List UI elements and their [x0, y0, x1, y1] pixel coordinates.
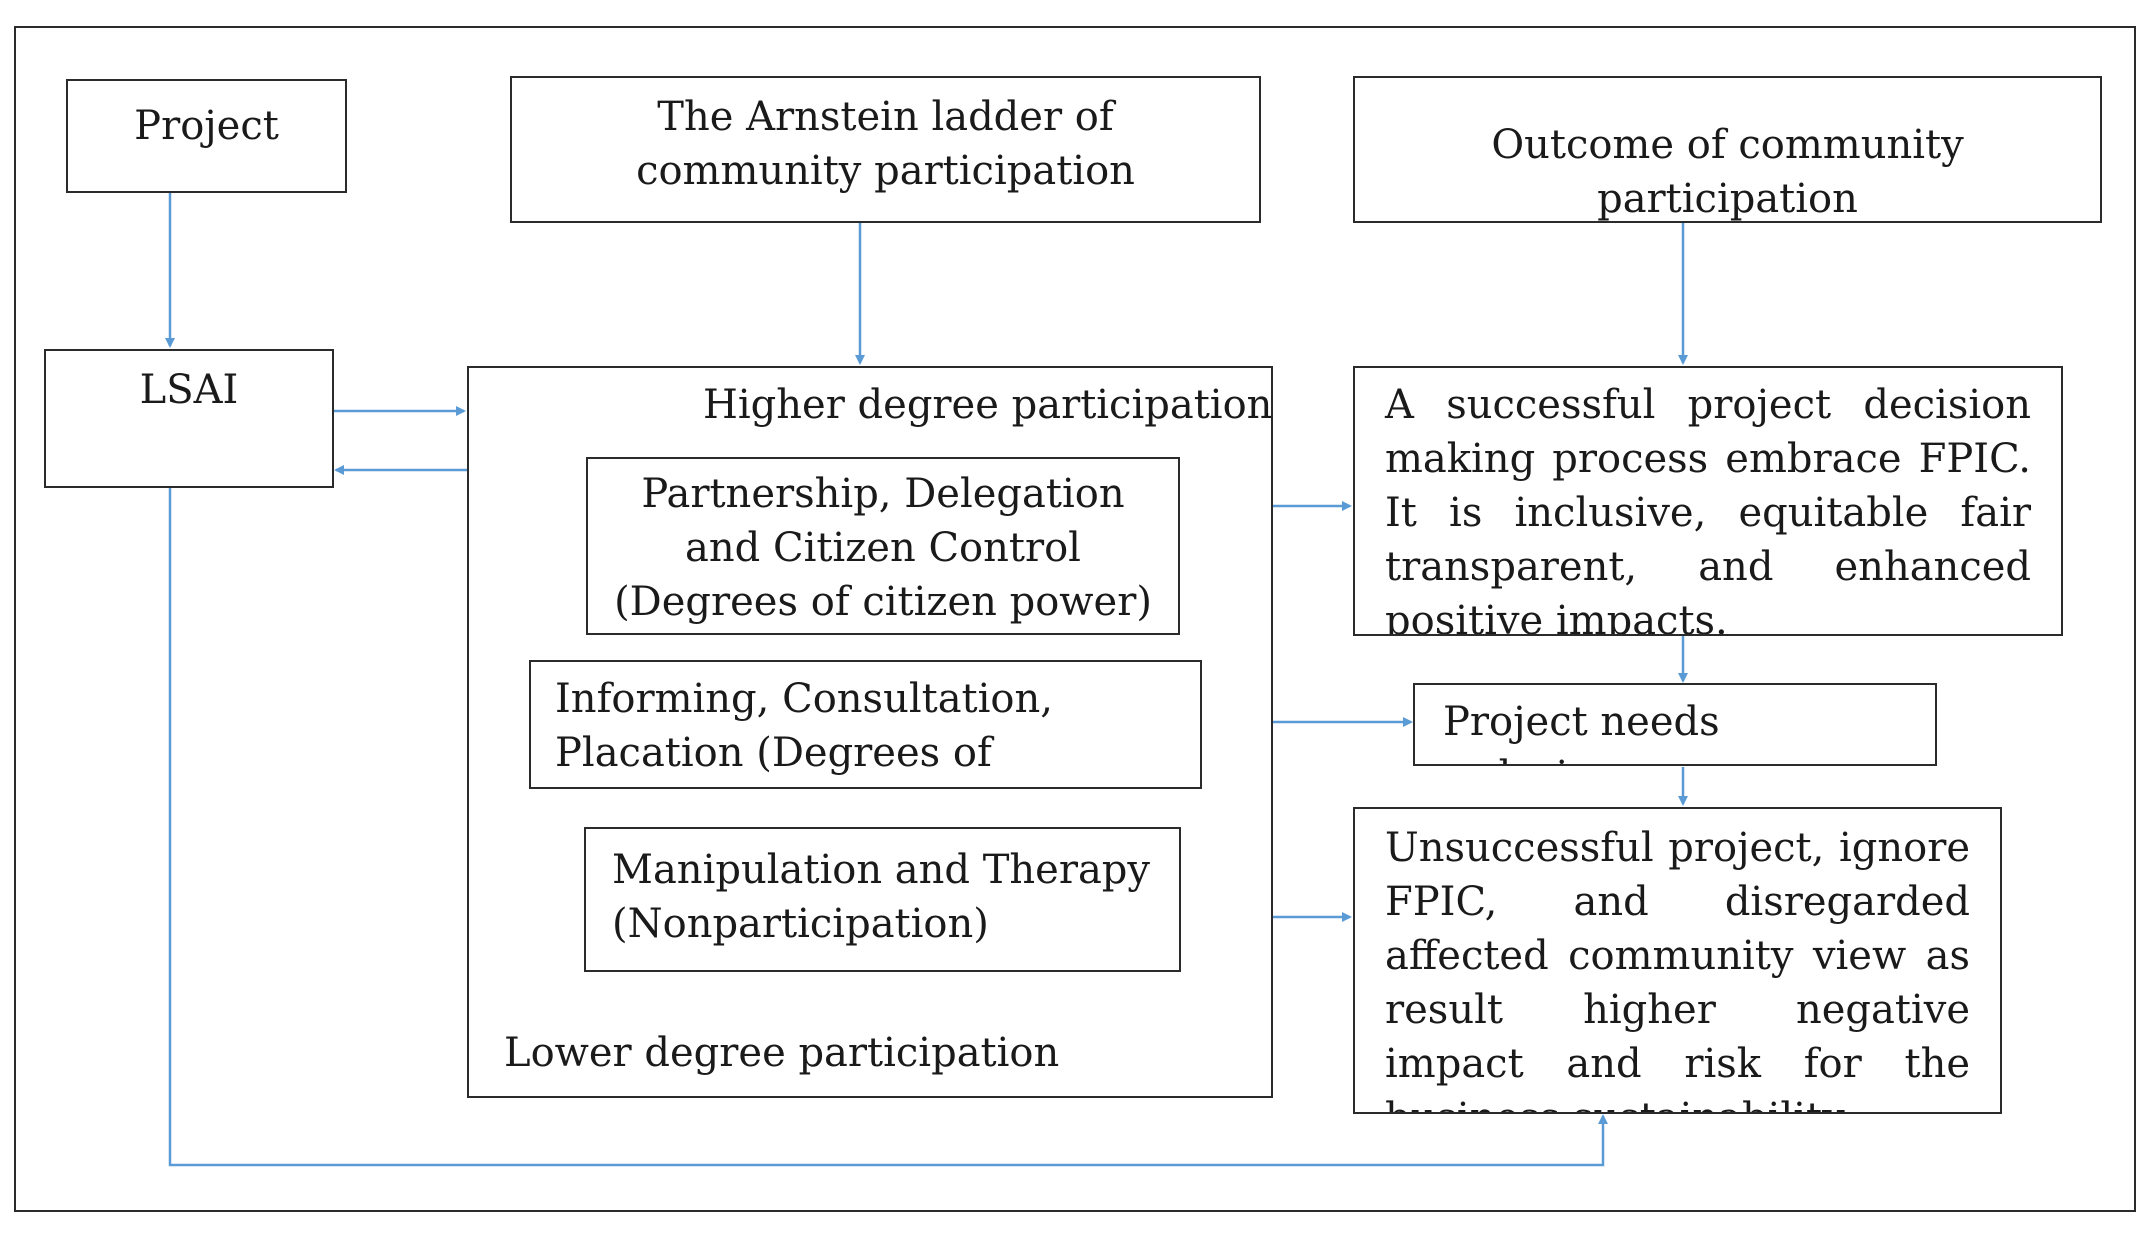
arnstein-ladder-label: The Arnstein ladder of community partici…: [636, 94, 1135, 194]
successful-outcome-label: A successful project decision making pro…: [1385, 382, 2031, 636]
higher-degree-label: Higher degree participation: [703, 382, 1273, 428]
citizen-power-label: Partnership, Delegation and Citizen Cont…: [614, 471, 1152, 625]
lsai-box: LSAI: [44, 349, 334, 488]
diagram-frame: [14, 26, 2136, 1212]
outcome-label: Outcome of community participation: [1491, 122, 1964, 222]
nonparticipation-label: Manipulation and Therapy (Nonparticipati…: [612, 847, 1151, 947]
lsai-label: LSAI: [139, 367, 239, 413]
nonparticipation-box: Manipulation and Therapy (Nonparticipati…: [584, 827, 1181, 972]
project-label: Project: [134, 103, 279, 149]
redesign-label: Project needs redesign: [1443, 699, 1720, 764]
unsuccessful-outcome-label: Unsuccessful project, ignore FPIC, and d…: [1385, 825, 1970, 1112]
lower-degree-label: Lower degree participation: [504, 1030, 1060, 1076]
arnstein-ladder-box: The Arnstein ladder of community partici…: [510, 76, 1261, 223]
successful-outcome-box: A successful project decision making pro…: [1353, 366, 2063, 636]
outcome-box: Outcome of community participation: [1353, 76, 2102, 223]
tokenism-box: Informing, Consultation, Placation (Degr…: [529, 660, 1202, 789]
citizen-power-box: Partnership, Delegation and Citizen Cont…: [586, 457, 1180, 635]
tokenism-label: Informing, Consultation, Placation (Degr…: [555, 676, 1053, 787]
project-box: Project: [66, 79, 347, 193]
unsuccessful-outcome-box: Unsuccessful project, ignore FPIC, and d…: [1353, 807, 2002, 1114]
arrow-lsai-to-unsuccessful: [168, 487, 1608, 1167]
redesign-box: Project needs redesign: [1413, 683, 1937, 766]
